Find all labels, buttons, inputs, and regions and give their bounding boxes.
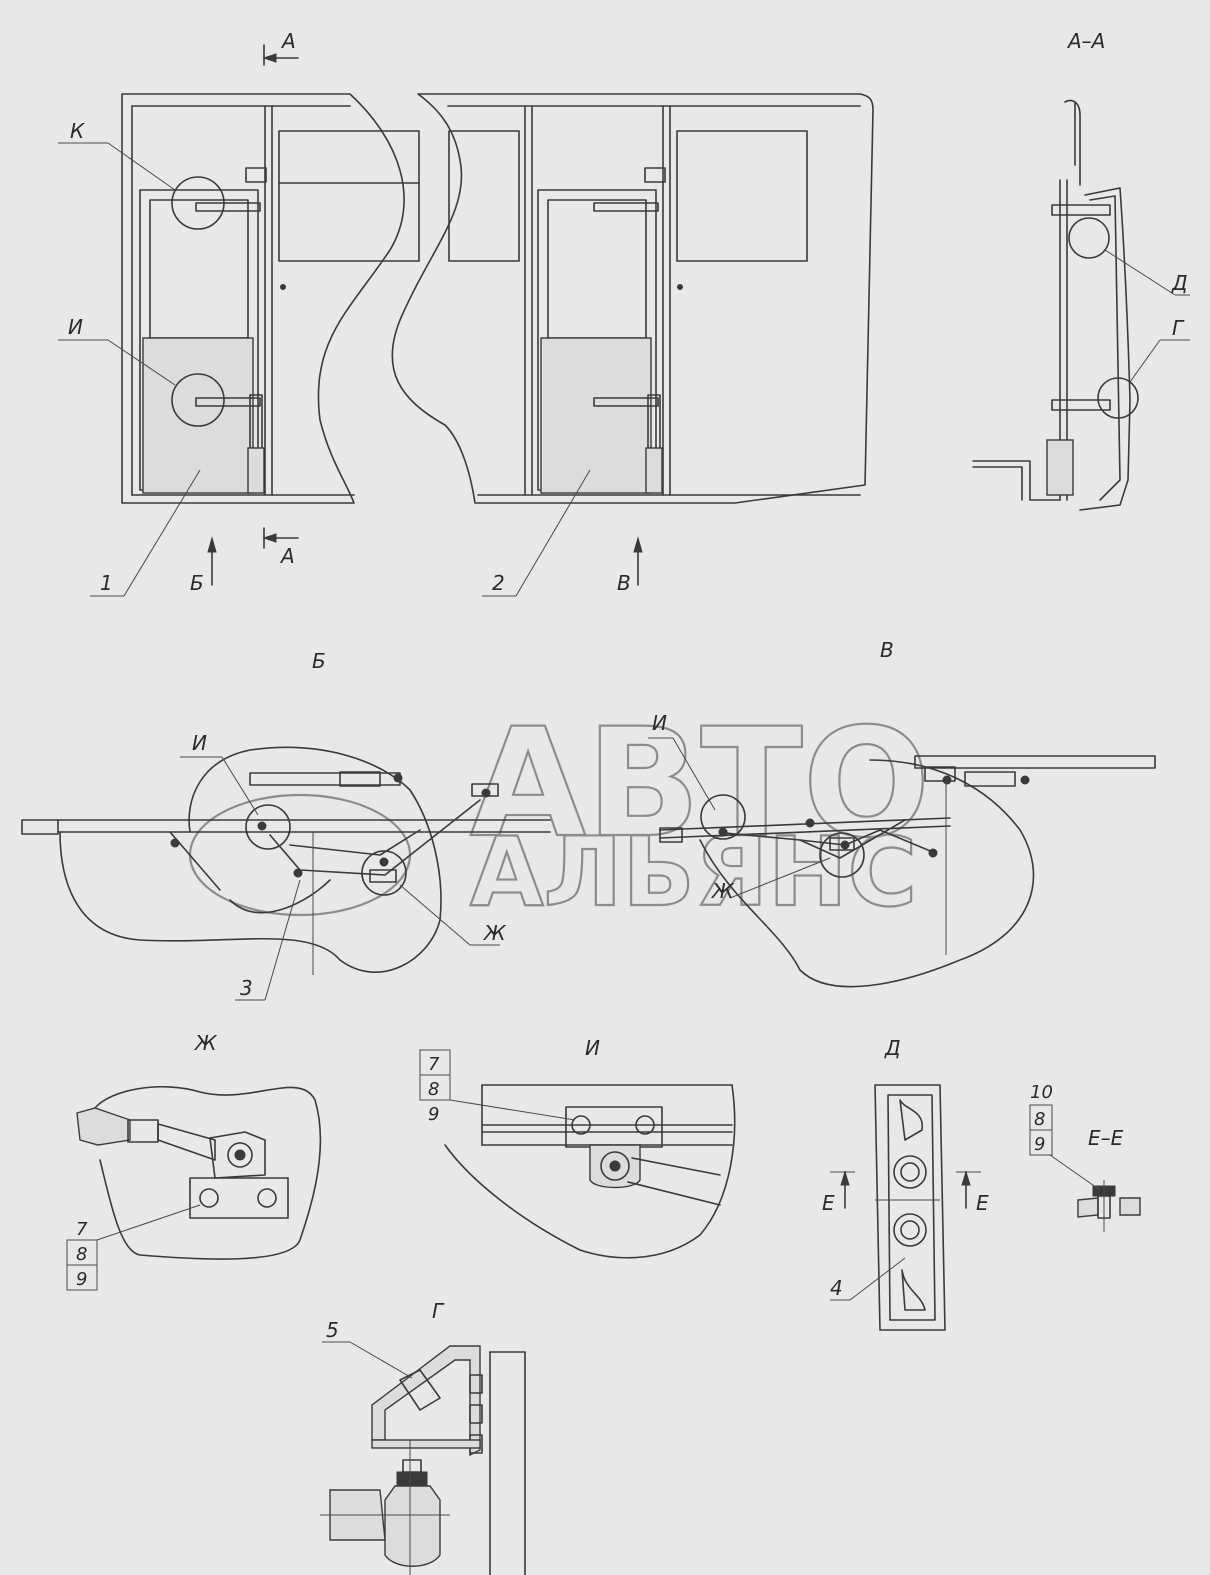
section-a-bottom: А <box>279 544 295 568</box>
arrow-v-label: В <box>617 571 631 595</box>
callout-k: К <box>70 119 85 143</box>
callout-g: Г <box>1172 316 1185 340</box>
section-ee-title: Е–Е <box>1088 1126 1124 1150</box>
i-item-8: 8 <box>428 1079 439 1100</box>
zh-item-8: 8 <box>76 1244 87 1265</box>
zh-item-9: 9 <box>76 1269 87 1290</box>
i-item-9: 9 <box>428 1104 439 1125</box>
view-b-title: Б <box>312 649 326 673</box>
callout-1: 1 <box>100 571 113 595</box>
detail-zh: Ж 7 8 9 <box>66 1031 322 1291</box>
detail-i: И 7 8 9 <box>419 1036 736 1259</box>
view-v-title: В <box>880 638 894 662</box>
ee-item-9: 9 <box>1034 1134 1045 1155</box>
section-marks: А А Б В <box>190 29 643 595</box>
section-a-top: А <box>280 29 296 53</box>
i-item-7: 7 <box>428 1054 440 1075</box>
zh-item-7: 7 <box>76 1219 88 1240</box>
callout-4: 4 <box>830 1276 843 1300</box>
watermark-line2: АЛЬЯНС <box>470 818 917 928</box>
callout-v-zh: Ж <box>710 879 735 903</box>
detail-d: Д Е Е 4 <box>822 1036 989 1331</box>
arrow-b-label: Б <box>190 571 204 595</box>
view-b: Б И 3 Ж <box>21 649 551 1001</box>
callout-3: 3 <box>240 976 253 1000</box>
callout-b-zh: Ж <box>482 921 507 945</box>
section-ee: Е–Е 10 8 9 <box>1029 1082 1141 1232</box>
detail-g: Г 5 <box>320 1299 526 1575</box>
callout-v-i: И <box>652 711 667 735</box>
section-aa-view: А–А Д Г <box>972 29 1190 511</box>
view-v: В И Ж <box>648 638 1156 988</box>
ee-item-8: 8 <box>1034 1109 1045 1130</box>
detail-i-title: И <box>585 1036 600 1060</box>
callout-b-i: И <box>192 731 207 755</box>
e-mark-right: Е <box>976 1191 989 1215</box>
detail-d-title: Д <box>884 1036 901 1060</box>
callout-d: Д <box>1171 271 1188 295</box>
detail-zh-title: Ж <box>193 1031 218 1055</box>
callouts-top: К И 1 2 <box>58 119 591 597</box>
callout-2: 2 <box>492 571 505 595</box>
detail-g-title: Г <box>432 1299 445 1323</box>
door-view-2 <box>391 93 874 504</box>
callout-5: 5 <box>326 1318 339 1342</box>
e-mark-left: Е <box>822 1191 835 1215</box>
door-view-1 <box>121 93 420 504</box>
watermark: АВТО АЛЬЯНС <box>188 696 931 929</box>
section-aa-title: А–А <box>1066 29 1105 53</box>
ee-item-10: 10 <box>1030 1082 1053 1103</box>
callout-i-top: И <box>68 315 83 339</box>
